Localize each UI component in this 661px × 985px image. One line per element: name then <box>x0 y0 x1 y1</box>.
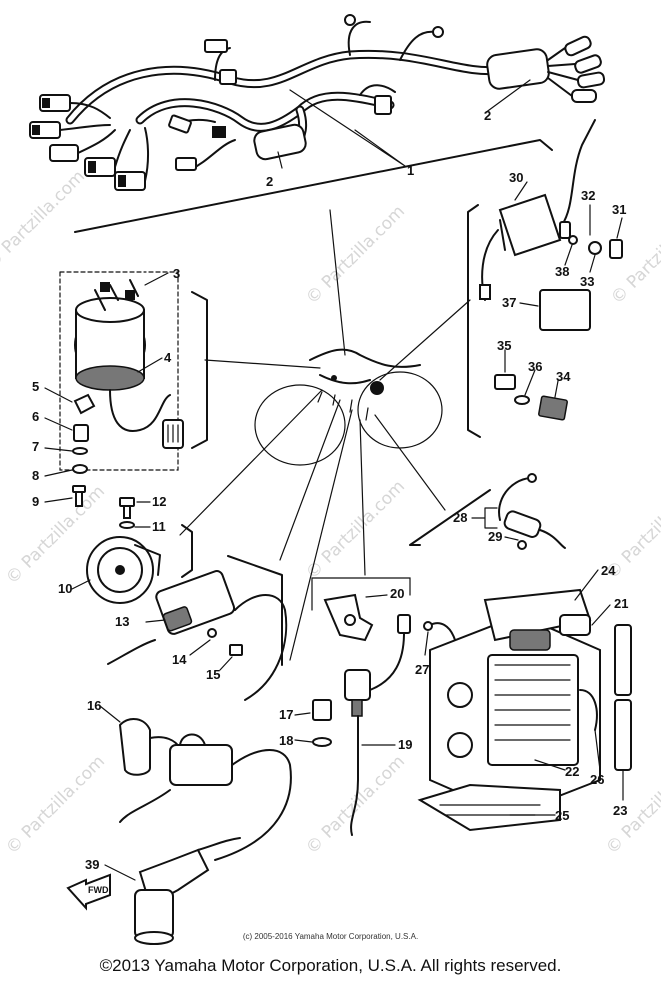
callout-10: 10 <box>58 581 72 596</box>
callout-25: 25 <box>555 808 569 823</box>
callout-18: 18 <box>279 733 293 748</box>
horn <box>86 497 161 604</box>
callout-2: 2 <box>484 108 491 123</box>
callout-28: 28 <box>453 510 467 525</box>
callout-19: 19 <box>398 737 412 752</box>
callout-4: 4 <box>164 350 172 365</box>
callout-31: 31 <box>612 202 626 217</box>
callout-12: 12 <box>152 494 166 509</box>
callout-20: 20 <box>390 586 404 601</box>
callout-15: 15 <box>206 667 220 682</box>
callout-22: 22 <box>565 764 579 779</box>
callout-5: 5 <box>32 379 39 394</box>
callout-14: 14 <box>172 652 187 667</box>
cdi-unit <box>107 570 288 701</box>
neutral-switch <box>311 577 411 836</box>
callout-7: 7 <box>32 439 39 454</box>
battery-assembly <box>417 588 632 832</box>
callout-24: 24 <box>601 563 616 578</box>
callout-32: 32 <box>581 188 595 203</box>
main-switch <box>59 271 184 471</box>
callout-34: 34 <box>556 369 571 384</box>
callout-33: 33 <box>580 274 594 289</box>
spark-plug-cap <box>134 837 241 945</box>
callout-17: 17 <box>279 707 293 722</box>
fwd-label: FWD <box>88 885 109 895</box>
callout-9: 9 <box>32 494 39 509</box>
callout-8: 8 <box>32 468 39 483</box>
motorcycle-outline <box>254 348 443 466</box>
callout-6: 6 <box>32 409 39 424</box>
callout-21: 21 <box>614 596 628 611</box>
callout-1: 1 <box>407 163 414 178</box>
callout-11: 11 <box>152 519 166 534</box>
callout-16: 16 <box>87 698 101 713</box>
callout-35: 35 <box>497 338 511 353</box>
callout-13: 13 <box>115 614 129 629</box>
fuse-holder <box>498 473 566 550</box>
small-copyright: (c) 2005-2016 Yamaha Motor Corporation, … <box>242 932 419 941</box>
fwd-arrow: FWD <box>66 873 111 911</box>
wire-harness <box>29 14 606 191</box>
callout-2: 2 <box>266 174 273 189</box>
callout-23: 23 <box>613 803 627 818</box>
callout-3: 3 <box>173 266 180 281</box>
callout-29: 29 <box>488 529 502 544</box>
regulator-relay-group <box>467 119 623 438</box>
callout-38: 38 <box>555 264 569 279</box>
switch-hardware <box>72 393 96 507</box>
harness-bracket <box>74 139 553 233</box>
ignition-coil <box>119 718 292 861</box>
callout-30: 30 <box>509 170 523 185</box>
callout-36: 36 <box>528 359 542 374</box>
callout-27: 27 <box>415 662 429 677</box>
callout-26: 26 <box>590 772 604 787</box>
callout-39: 39 <box>85 857 99 872</box>
callout-37: 37 <box>502 295 516 310</box>
main-copyright: ©2013 Yamaha Motor Corporation, U.S.A. A… <box>99 956 562 975</box>
